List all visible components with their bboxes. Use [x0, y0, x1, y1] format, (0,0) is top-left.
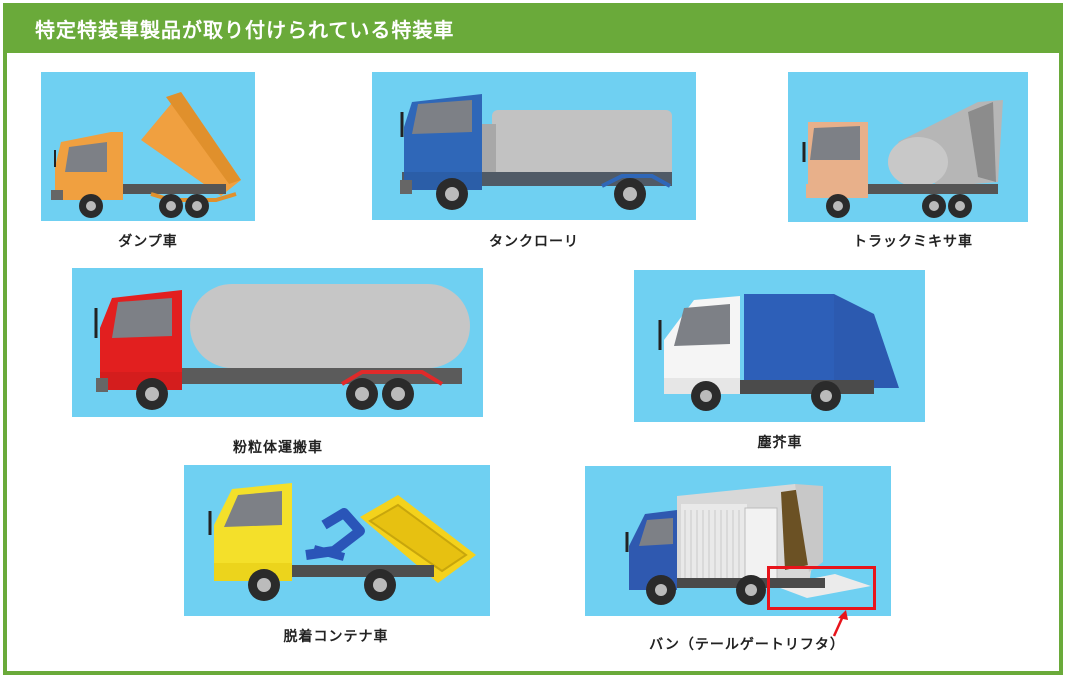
- tail-lift-arrow-icon: [832, 610, 848, 637]
- caption-dump-truck: ダンプ車: [118, 234, 178, 250]
- dump-truck-image: [41, 72, 255, 221]
- garbage-truck-image: [634, 270, 925, 422]
- caption-powder-tank-truck: 粉粒体運搬車: [233, 440, 323, 456]
- van-tail-lift-image: [585, 466, 891, 616]
- caption-van-tail-lift: バン（テールゲートリフタ）: [649, 637, 845, 653]
- tank-lorry-image: [372, 72, 696, 220]
- container-truck-image: [184, 465, 490, 616]
- caption-container-truck: 脱着コンテナ車: [283, 629, 389, 645]
- caption-garbage-truck: 塵芥車: [757, 435, 803, 451]
- mixer-truck-image: [788, 72, 1028, 222]
- header-title: 特定特装車製品が取り付けられている特装車: [7, 7, 1059, 53]
- tail-lift-highlight-box: [767, 566, 876, 610]
- caption-tank-lorry: タンクローリ: [489, 234, 579, 250]
- powder-tank-truck-image: [72, 268, 483, 417]
- caption-mixer-truck: トラックミキサ車: [853, 234, 973, 250]
